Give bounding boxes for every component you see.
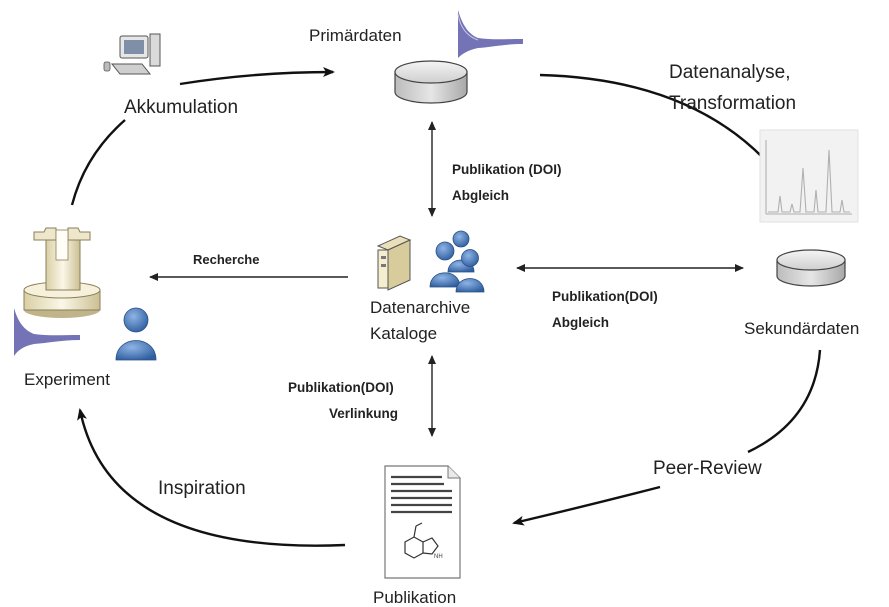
svg-text:NH: NH xyxy=(434,554,443,560)
secondary-database-icon xyxy=(776,249,846,287)
top-link-label-line1: Publikation (DOI) xyxy=(452,162,562,177)
instrument-icon xyxy=(23,227,101,318)
recherche-label: Recherche xyxy=(193,252,259,267)
arrow-experiment-to-accumulation xyxy=(70,119,126,206)
relation-arrows xyxy=(149,121,744,437)
users-icon xyxy=(429,230,485,293)
experiment-label: Experiment xyxy=(24,370,110,389)
arrow-secondary-to-peer-review xyxy=(747,349,822,454)
publication-label: Publikation xyxy=(373,588,456,607)
peer-review-label: Peer-Review xyxy=(653,458,762,479)
server-icon xyxy=(376,235,412,291)
secondary-data-label: Sekundärdaten xyxy=(744,319,859,338)
primary-data-label: Primärdaten xyxy=(309,26,402,45)
bottom-link-label-line1: Publikation(DOI) xyxy=(288,380,394,395)
inspiration-label: Inspiration xyxy=(158,478,246,499)
database-icon xyxy=(394,60,468,104)
top-link-label-line2: Abgleich xyxy=(452,188,509,203)
spectrum-graph-icon xyxy=(759,129,859,223)
analysis-label-line1: Datenanalyse, xyxy=(669,62,790,83)
spectrum-icon xyxy=(457,10,523,58)
arrow-publication-to-experiment xyxy=(77,408,346,547)
bottom-link-label-line2: Verlinkung xyxy=(329,406,398,421)
spectrum-icon-experiment xyxy=(14,308,80,356)
arrow-accumulation-to-primary xyxy=(179,67,335,86)
accumulation-label: Akkumulation xyxy=(124,97,238,118)
right-link-label-line2: Abgleich xyxy=(552,315,609,330)
archive-label-line1: Datenarchive xyxy=(370,298,470,317)
right-link-label-line1: Publikation(DOI) xyxy=(552,289,658,304)
arrow-peer-review-to-publication xyxy=(512,485,661,526)
archive-label-line2: Kataloge xyxy=(370,324,437,343)
analysis-label-line2: Transformation xyxy=(669,93,796,114)
computer-icon xyxy=(103,33,161,75)
person-icon xyxy=(115,307,157,361)
document-icon: NH xyxy=(384,465,461,579)
